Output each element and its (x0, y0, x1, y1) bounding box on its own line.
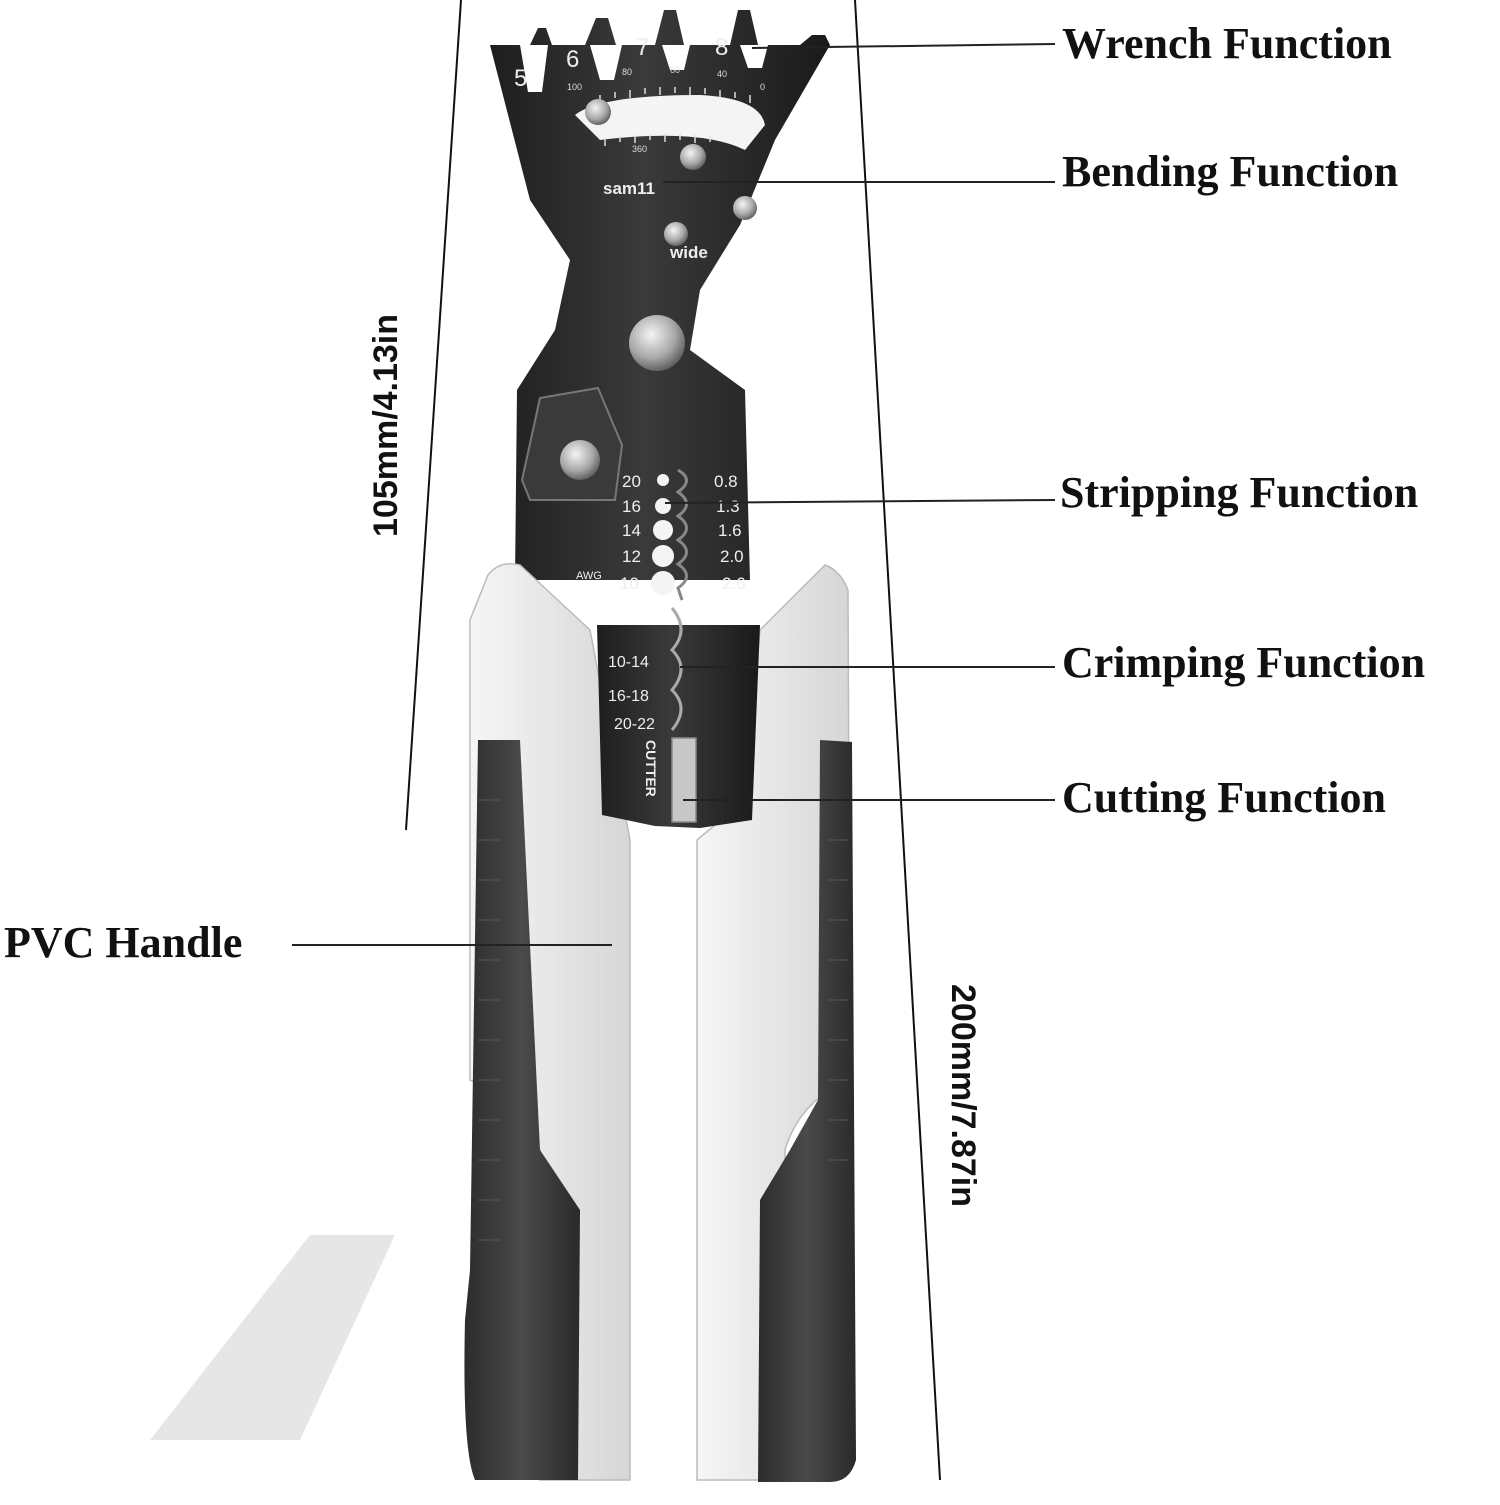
svg-text:10-14: 10-14 (608, 654, 649, 671)
stripping-function-label: Stripping Function (1060, 468, 1418, 517)
svg-text:5: 5 (514, 65, 527, 92)
rivet (585, 99, 611, 125)
crimp-profile (669, 607, 683, 731)
svg-text:20: 20 (622, 472, 641, 491)
svg-text:7: 7 (636, 34, 649, 61)
awg-labels: 20 16 14 12 10 AWG (576, 472, 641, 593)
wrench-function-label: Wrench Function (1062, 19, 1392, 68)
grip-ridges (478, 799, 848, 1241)
pivot-rivet (629, 315, 685, 371)
leader-lines (292, 43, 1056, 946)
svg-text:2.6: 2.6 (722, 574, 746, 593)
svg-text:16: 16 (622, 497, 641, 516)
small-label: sam11 (603, 179, 655, 198)
cutter-label: CUTTER (643, 740, 659, 797)
wrench-size-labels: 5 6 7 8 (514, 34, 728, 92)
stripping-blade (675, 468, 688, 601)
svg-text:2.0: 2.0 (720, 547, 744, 566)
svg-text:16-18: 16-18 (608, 688, 649, 705)
svg-text:100: 100 (567, 82, 582, 92)
svg-text:14: 14 (622, 521, 641, 540)
tool-head (490, 10, 830, 601)
measurement-scale (599, 87, 751, 146)
svg-text:12: 12 (622, 547, 641, 566)
left-grip (464, 740, 580, 1480)
svg-text:8: 8 (715, 34, 728, 61)
scale-labels: 100 80 60 40 0 360 (567, 65, 765, 154)
total-length-dimension: 200mm/7.87in (944, 984, 982, 1207)
pvc-handle-label: PVC Handle (4, 918, 242, 967)
svg-text:360: 360 (632, 144, 647, 154)
svg-text:20-22: 20-22 (614, 716, 655, 733)
rivet (733, 196, 757, 220)
head-length-dimension: 105mm/4.13in (367, 314, 405, 537)
svg-text:0: 0 (760, 82, 765, 92)
svg-text:60: 60 (670, 65, 680, 75)
crimp-cutter-jaw (597, 625, 760, 828)
cutting-function-label: Cutting Function (1062, 773, 1386, 822)
wide-label: wide (669, 243, 708, 262)
tool-shadow (150, 1235, 395, 1440)
svg-text:0.8: 0.8 (714, 472, 738, 491)
svg-text:10: 10 (620, 574, 639, 593)
right-grip (758, 740, 856, 1482)
svg-text:1.3: 1.3 (716, 497, 740, 516)
stripping-holes (651, 474, 675, 595)
cutter-blade (671, 737, 697, 823)
guide-lines (405, 0, 941, 1481)
svg-text:40: 40 (717, 69, 727, 79)
svg-text:1.6: 1.6 (718, 521, 742, 540)
latch-rivet (560, 440, 600, 480)
svg-text:6: 6 (566, 46, 579, 73)
crimp-range-labels: 10-14 16-18 20-22 (608, 654, 655, 733)
rivet (664, 222, 688, 246)
svg-text:AWG: AWG (576, 570, 602, 582)
bending-function-label: Bending Function (1062, 147, 1398, 196)
svg-text:80: 80 (622, 67, 632, 77)
crimping-function-label: Crimping Function (1062, 638, 1425, 687)
rivet (680, 144, 706, 170)
